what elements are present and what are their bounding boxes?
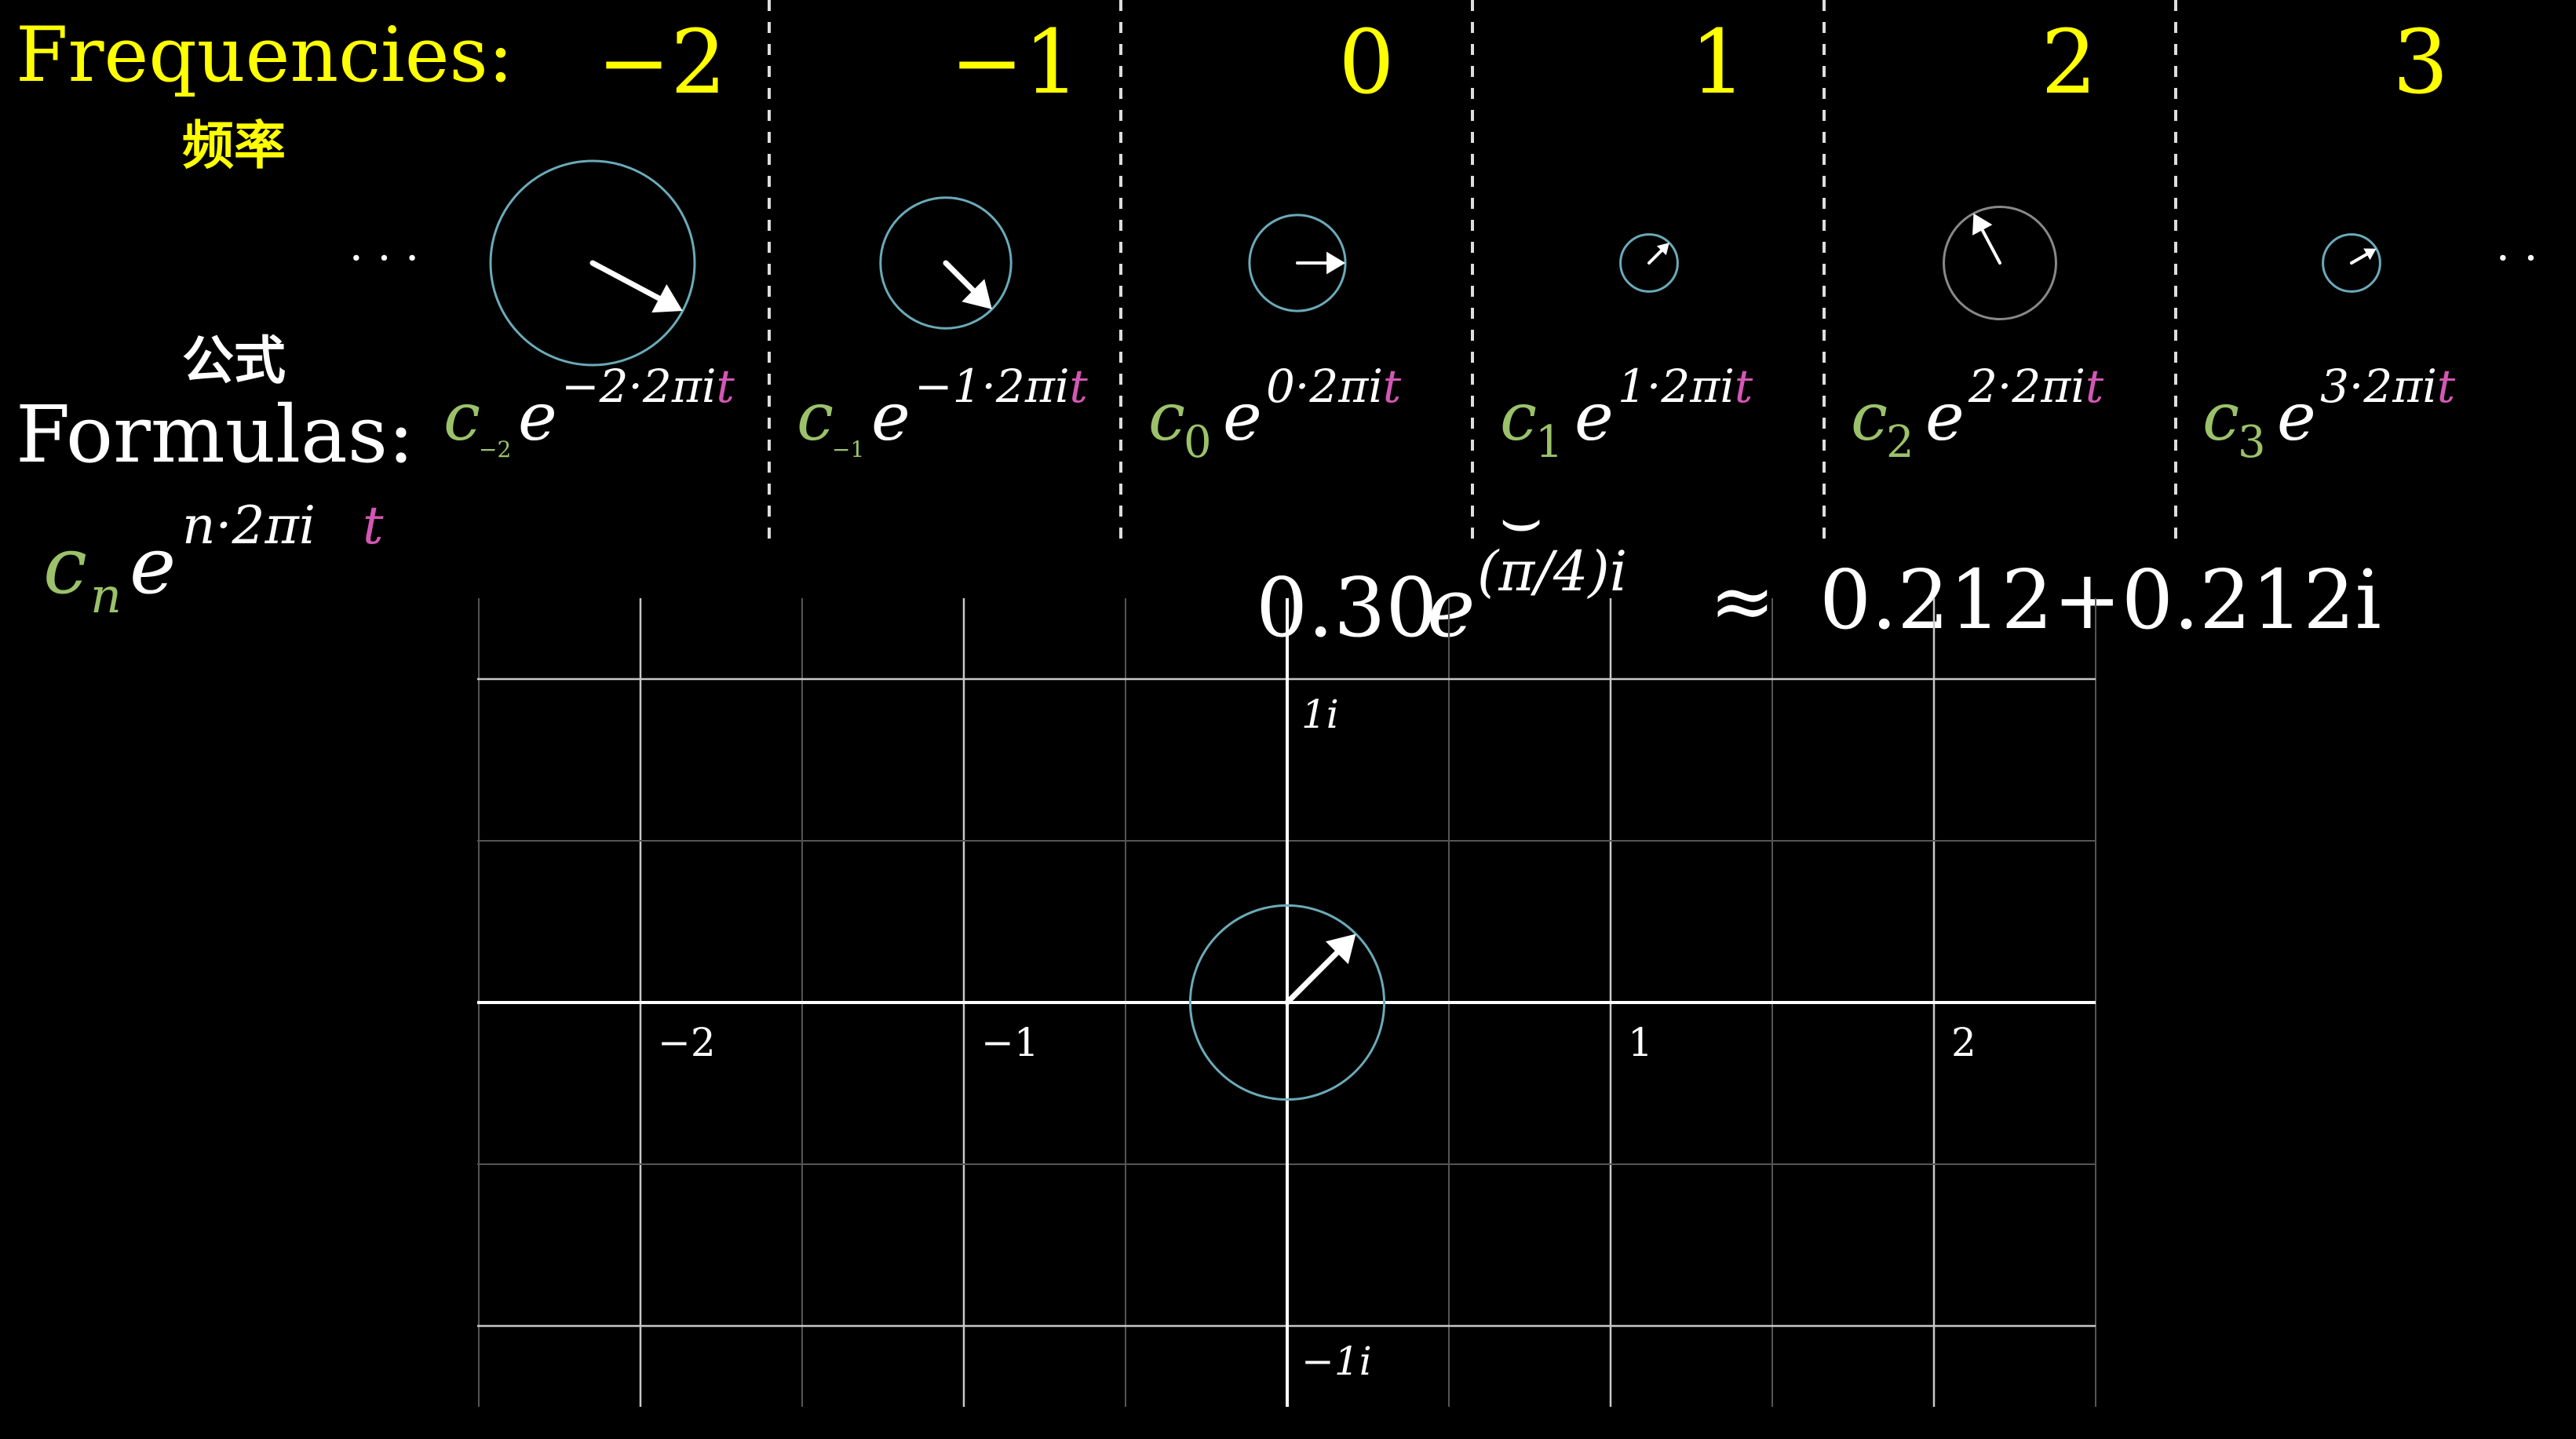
callout-equation: 0.30 e (π/4)i ≈ 0.212+0.212i [1256, 539, 2381, 656]
c1-vector [1284, 933, 1356, 1006]
coefficient-arrow-head [1656, 243, 1669, 256]
coefficient-arrow-shaft [589, 260, 662, 301]
coefficient-arrow-shaft [1980, 228, 2001, 265]
y-tick-label: 1i [1301, 692, 1339, 737]
coefficient-circle [1619, 233, 1679, 293]
callout-approx: ≈ [1709, 555, 1775, 647]
formula-subscript: −1 [832, 436, 864, 462]
c1-vector-shaft [1284, 950, 1340, 1006]
coefficient-circle [489, 159, 696, 367]
formula-subscript: 0 [1184, 417, 1212, 468]
formula-coefficient: c [797, 378, 834, 455]
formula-e: e [518, 378, 557, 455]
coefficient-circle [1943, 206, 2057, 320]
general-formula-e: e [130, 520, 176, 612]
callout-exponent: (π/4)i [1477, 539, 1627, 604]
coefficient-arrow [1647, 243, 1669, 265]
left-ellipsis: · · · [349, 233, 419, 284]
formula-coefficient: c [1851, 378, 1888, 455]
formula-coefficient: c [1148, 378, 1185, 455]
coefficient-arrow-shaft [2350, 252, 2369, 265]
formula-subscript: −2 [479, 436, 511, 462]
frequency-value: 2 [2041, 12, 2096, 114]
general-formula: c n e n·2πi t [43, 495, 384, 624]
callout-rhs: 0.212+0.212i [1819, 552, 2381, 648]
coefficient-arrow [943, 260, 992, 309]
frequencies-label: Frequencies: [16, 11, 513, 99]
c1-vector-head [1325, 933, 1356, 965]
coefficient-arrow-shaft [1647, 249, 1663, 265]
complex-plane: −2 −1 1 2 1i −1i [477, 598, 2096, 1407]
formula-subscript: 2 [1886, 417, 1914, 468]
coefficient-circle [2322, 233, 2381, 293]
column-dividers [768, 0, 2177, 542]
callout-magnitude: 0.30 [1256, 560, 1438, 656]
formulas-label-cn: 公式 [182, 331, 286, 391]
coefficient-arrow-head [961, 279, 992, 309]
formula-subscript: 1 [1535, 417, 1563, 468]
formula-exponent: −2·2πit [561, 360, 735, 413]
x-tick-label: 2 [1951, 1020, 1976, 1065]
coefficient-arrow-head [2363, 248, 2377, 261]
brace-mark: ⌣ [1499, 480, 1544, 558]
coefficient-arrow [2350, 248, 2377, 265]
formula-coefficient: c [1500, 378, 1537, 455]
general-formula-sub: n [90, 567, 122, 624]
frequency-value: −1 [950, 12, 1079, 114]
coefficient-arrow-head [651, 284, 683, 313]
coefficient-arrow-head [1326, 251, 1346, 275]
formula-coefficient: c [2202, 378, 2239, 455]
coefficient-circle [879, 196, 1013, 330]
coefficient-arrow [1296, 251, 1346, 275]
x-tick-label: −2 [658, 1020, 716, 1065]
formula-e: e [1925, 378, 1965, 455]
plane-vector [1188, 904, 1386, 1101]
y-tick-label: −1i [1301, 1339, 1372, 1384]
formula-e: e [1574, 378, 1614, 455]
general-formula-exp: n·2πi [182, 495, 316, 556]
frequency-value: 0 [1338, 12, 1394, 114]
c1-circle [1188, 904, 1386, 1101]
formula-exponent: 3·2πit [2320, 360, 2456, 413]
coefficient-arrow-head [1972, 213, 1993, 236]
general-formula-t: t [363, 495, 384, 556]
x-tick-label: 1 [1628, 1020, 1653, 1065]
formula-exponent: 2·2πit [1968, 360, 2104, 413]
frequency-value: 3 [2392, 12, 2448, 114]
frequency-value: −2 [597, 12, 726, 114]
formula-e: e [871, 378, 910, 455]
x-tick-label: −1 [981, 1020, 1039, 1065]
formulas-label: Formulas: [16, 389, 414, 480]
formula-exponent: 0·2πit [1266, 360, 1402, 413]
general-formula-c: c [43, 520, 87, 612]
callout-e: e [1427, 560, 1476, 656]
coefficient-arrow [1972, 213, 2001, 265]
coefficient-arrow [589, 260, 683, 313]
coefficient-arrow-shaft [943, 260, 976, 294]
formula-coefficient: c [443, 378, 480, 455]
formula-e: e [2277, 378, 2316, 455]
plane-labels: −2 −1 1 2 1i −1i [658, 692, 1976, 1384]
frequency-value: 1 [1690, 12, 1746, 114]
formula-e: e [1223, 378, 1262, 455]
formula-subscript: 3 [2238, 417, 2266, 468]
formula-exponent: 1·2πit [1618, 360, 1753, 413]
formula-exponent: −1·2πit [914, 360, 1089, 413]
right-ellipsis: · · [2496, 233, 2538, 284]
frequencies-label-cn: 频率 [182, 115, 286, 176]
